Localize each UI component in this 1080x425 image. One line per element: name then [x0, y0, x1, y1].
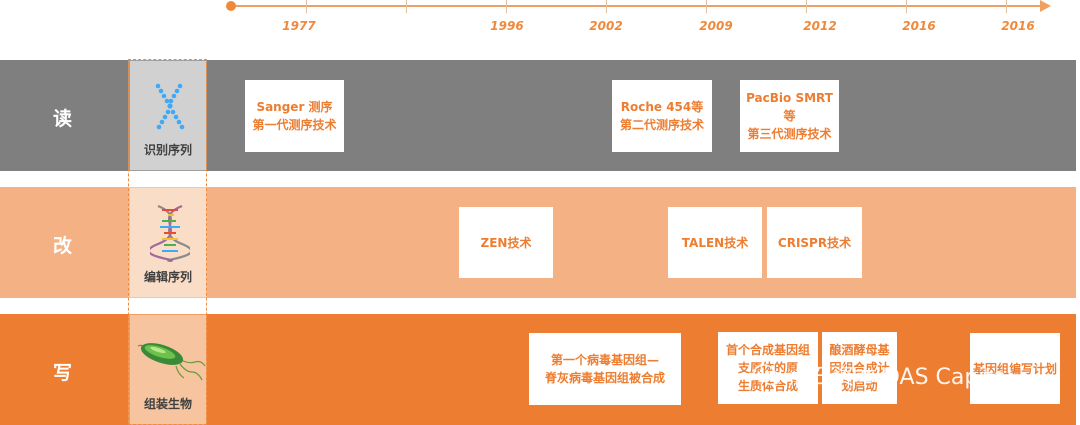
- event-text: 第一代测序技术: [252, 118, 337, 132]
- category-label-read: 识别序列: [143, 143, 192, 157]
- event-text: 第二代测序技术: [619, 118, 704, 132]
- event-text: ZEN技术: [480, 235, 532, 250]
- event-box-genome-project-write: 基因组编写计划: [970, 333, 1060, 404]
- event-text: 基因组编写计划: [972, 361, 1057, 376]
- year-label: 1977: [282, 19, 316, 33]
- event-text: 酿酒酵母基: [829, 343, 890, 357]
- event-box-talen: TALEN技术: [668, 207, 762, 278]
- timeline-tick: [606, 0, 607, 13]
- event-text: CRISPR技术: [777, 235, 852, 250]
- year-label: 2002: [589, 19, 623, 33]
- timeline-tick: [706, 0, 707, 13]
- event-box-zen: ZEN技术: [459, 207, 553, 278]
- event-text: Roche 454等: [620, 100, 704, 114]
- timeline-start-dot: [226, 1, 236, 11]
- event-text: 生质体合成: [737, 379, 798, 393]
- category-cell-edit: [130, 188, 206, 297]
- row-label-write: 写: [52, 362, 72, 384]
- category-cell-read: [130, 61, 206, 170]
- category-label-write: 组装生物: [143, 397, 192, 411]
- event-text: 划启动: [841, 379, 878, 393]
- event-box-yeast-genome: 酿酒酵母基因组合成计划启动: [822, 332, 897, 404]
- event-text: 第三代测序技术: [747, 127, 832, 141]
- event-text: 支原体的原: [737, 361, 798, 375]
- event-text: Sanger 测序: [256, 100, 333, 114]
- timeline-tick: [406, 0, 407, 13]
- watermark-text: 点石资本 DAS Capital: [788, 365, 1013, 390]
- dna-chromosome-icon: [155, 83, 185, 130]
- row-label-read: 读: [52, 108, 72, 130]
- bacterium-icon: [137, 343, 206, 381]
- event-box-crispr: CRISPR技术: [767, 207, 862, 278]
- wechat-icon: [753, 364, 781, 386]
- watermark: 点石资本 DAS Capital: [752, 360, 1013, 390]
- year-label: 2012: [803, 19, 837, 33]
- year-label: 1996: [490, 19, 524, 33]
- timeline-tick: [1006, 0, 1007, 13]
- timeline-tick: [506, 0, 507, 13]
- event-text: PacBio SMRT等: [746, 91, 833, 123]
- timeline-tick: [906, 0, 907, 13]
- event-text: 脊灰病毒基因组被合成: [544, 371, 665, 385]
- year-label: 2016: [902, 19, 936, 33]
- event-text: TALEN技术: [681, 235, 749, 250]
- event-box-sanger: Sanger 测序第一代测序技术: [245, 80, 344, 152]
- event-text: 因组合成计: [829, 361, 890, 375]
- year-label: 2016: [1001, 19, 1035, 33]
- timeline-tick: [306, 0, 307, 13]
- event-text: 首个合成基因组: [725, 343, 810, 357]
- category-label-edit: 编辑序列: [143, 270, 192, 284]
- category-cell-write: [130, 315, 206, 424]
- row-label-edit: 改: [52, 235, 72, 257]
- event-text: 第一个病毒基因组—: [550, 353, 659, 367]
- double-helix-icon: [150, 204, 190, 262]
- timeline-tick: [806, 0, 807, 13]
- event-box-polio-genome: 第一个病毒基因组— 脊灰病毒基因组被合成: [529, 333, 681, 405]
- timeline-axis: [230, 5, 1045, 7]
- timeline-arrow-icon: [1040, 0, 1051, 12]
- event-box-pacbio: PacBio SMRT等第三代测序技术: [740, 80, 839, 152]
- year-label: 2009: [699, 19, 733, 33]
- event-box-synthetic-mycoplasma: 首个合成基因组支原体的原生质体合成: [718, 332, 818, 404]
- event-box-roche454: Roche 454等第二代测序技术: [612, 80, 712, 152]
